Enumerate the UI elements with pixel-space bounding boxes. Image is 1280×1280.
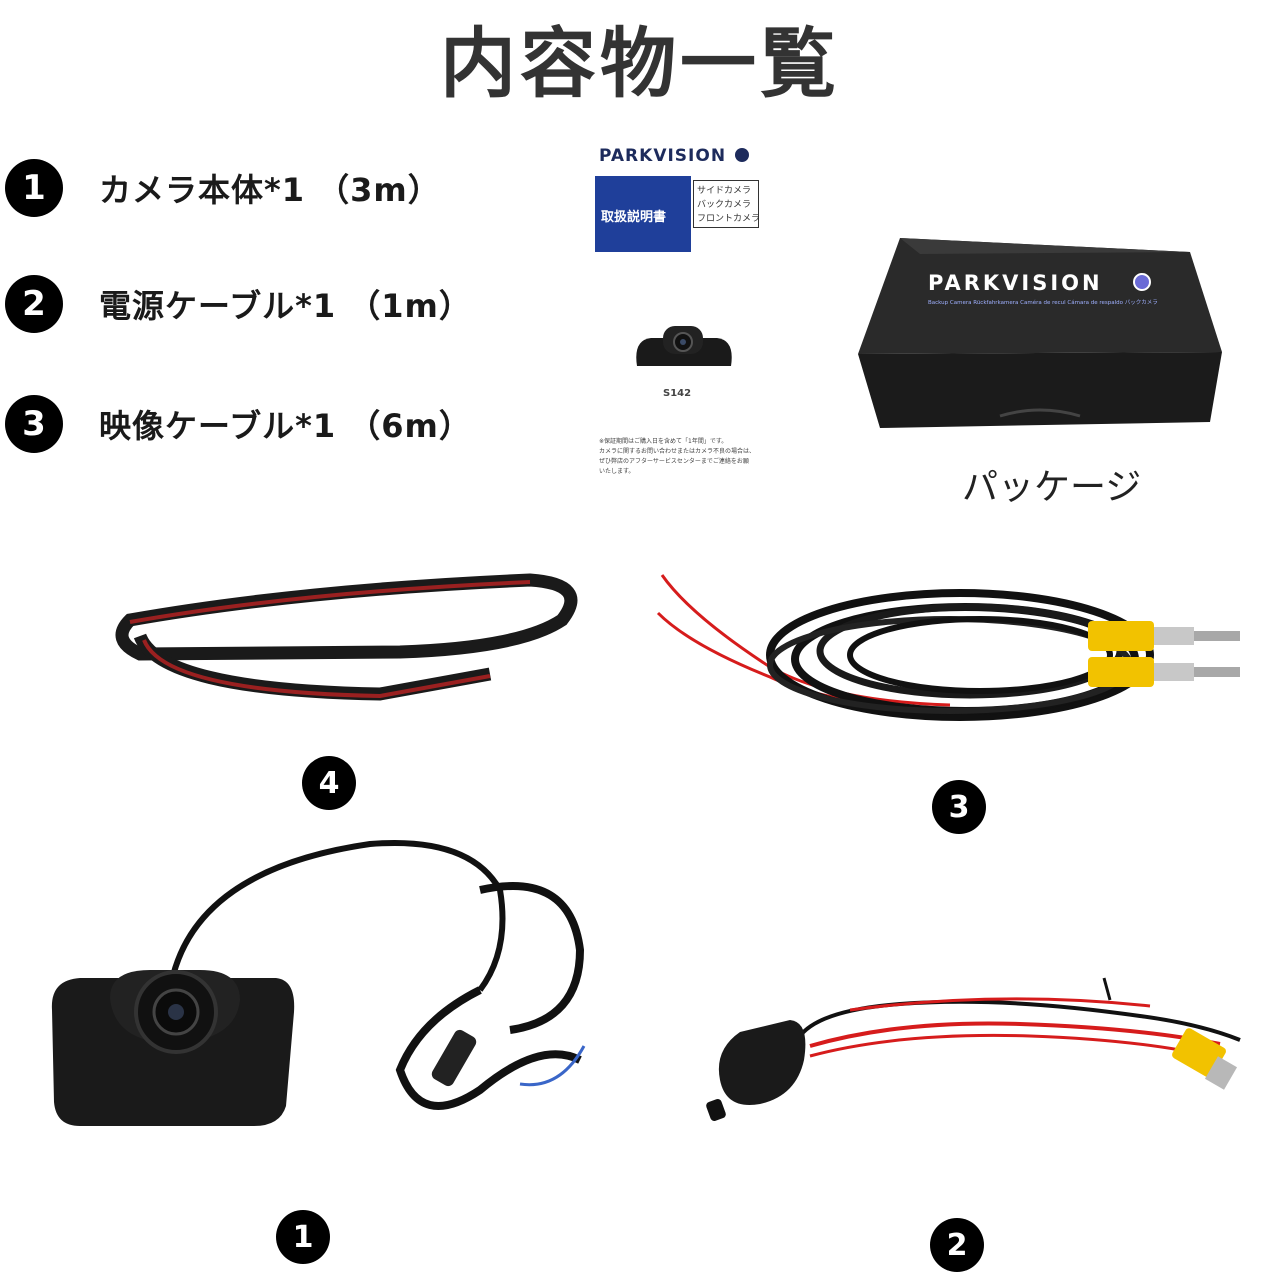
number-badge: 2: [5, 275, 63, 333]
item-label: 電源ケーブル*1 （1m）: [99, 287, 472, 325]
instruction-manual: PARKVISION 取扱説明書 サイドカメラ バックカメラ フロントカメラ S…: [593, 140, 773, 480]
manual-title: 取扱説明書: [601, 210, 667, 225]
item-label: カメラ本体*1 （3m）: [99, 171, 441, 209]
package-label: パッケージ: [962, 467, 1142, 508]
manual-cover-block: [595, 176, 691, 252]
camera-thumbnail-icon: [636, 326, 732, 366]
manual-tag: サイドカメラ: [697, 186, 752, 196]
number-badge: 4: [302, 756, 356, 810]
manual-model: S142: [663, 388, 692, 399]
manual-tag-box: [693, 180, 759, 228]
sealing-strip-image: [115, 573, 578, 701]
camera-body-image: [51, 840, 586, 1126]
manual-tag: バックカメラ: [697, 200, 752, 210]
number-badge: 3: [5, 395, 63, 453]
number-badge: 1: [5, 159, 63, 217]
number-badge: 2: [930, 1218, 984, 1272]
package-subtitle: Backup Camera Rückfahrkamera Caméra de r…: [928, 299, 1158, 306]
list-item: 1 カメラ本体*1 （3m）: [5, 158, 441, 218]
manual-brand: PARKVISION: [599, 146, 727, 166]
power-cable-image: [706, 977, 1241, 1122]
manual-note: ※保証期間はご購入日を含めて「1年間」です。: [599, 438, 728, 445]
number-badge: 3: [932, 780, 986, 834]
manual-note: カメラに関するお問い合わせまたはカメラ不良の場合は、: [599, 448, 756, 455]
manual-note: ぜひ弊店のアフターサービスセンターまでご連絡をお願: [599, 458, 749, 465]
brand-logo-icon: [1133, 273, 1151, 291]
list-item: 2 電源ケーブル*1 （1m）: [5, 274, 472, 334]
package-brand: PARKVISION: [928, 271, 1103, 295]
manual-note: いたします。: [599, 468, 635, 475]
package-box: PARKVISION Backup Camera Rückfahrkamera …: [858, 238, 1222, 428]
number-badge: 1: [276, 1210, 330, 1264]
page-title: 内容物一覧: [440, 19, 840, 108]
manual-tag: フロントカメラ: [697, 214, 761, 224]
video-cable-image: [656, 574, 1240, 721]
list-item: 3 映像ケーブル*1 （6m）: [5, 394, 472, 454]
item-label: 映像ケーブル*1 （6m）: [99, 407, 472, 445]
brand-logo-icon: [735, 148, 749, 162]
